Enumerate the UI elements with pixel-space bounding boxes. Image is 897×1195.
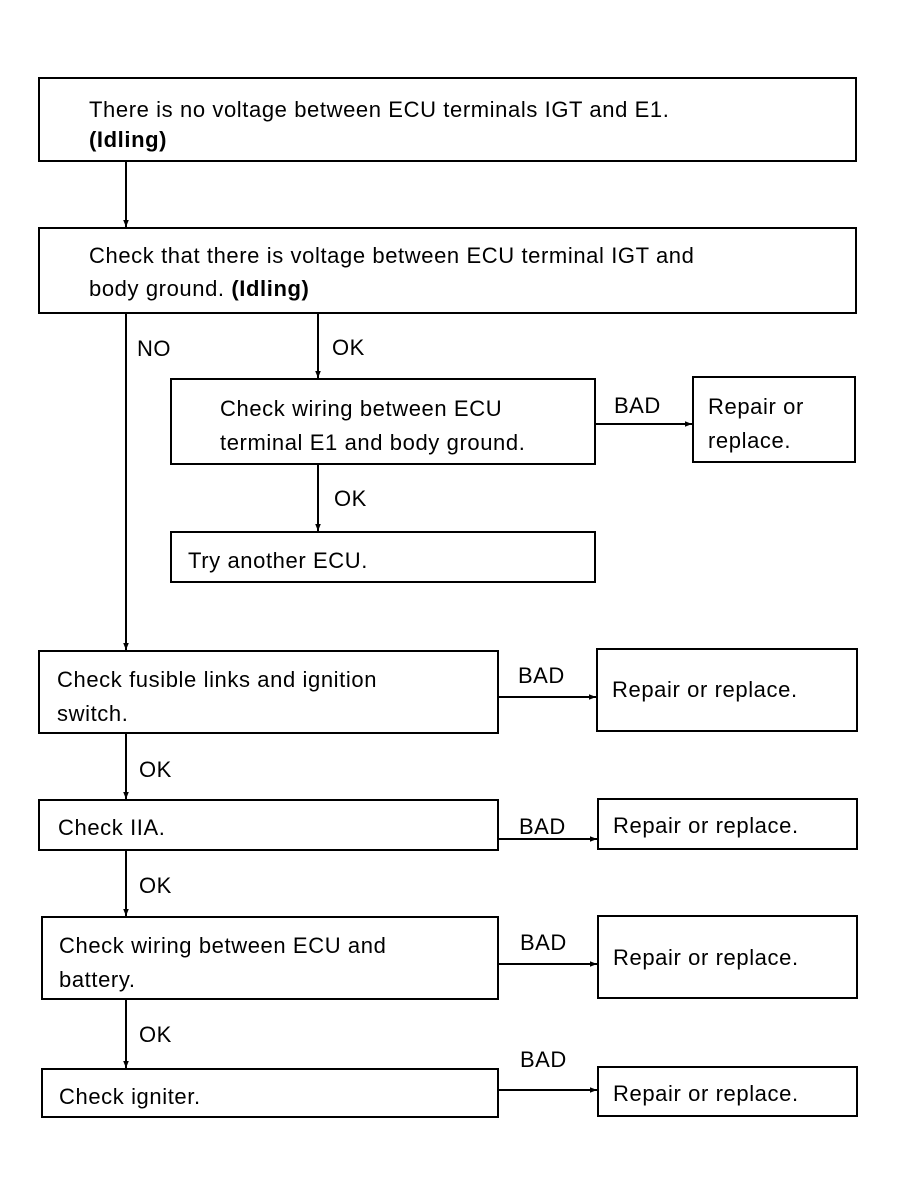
box-text: Repair or replace. bbox=[613, 813, 799, 838]
box-text: replace. bbox=[708, 428, 792, 453]
box-text: Check IIA. bbox=[58, 815, 166, 840]
box-try-another-ecu: Try another ECU. bbox=[170, 531, 596, 583]
box-text: terminal E1 and body ground. bbox=[220, 430, 526, 455]
label-ok: OK bbox=[334, 486, 367, 511]
box-repair-or-replace: Repair or replace. bbox=[597, 798, 858, 850]
label-ok: OK bbox=[139, 757, 172, 782]
box-text-condition: (Idling) bbox=[89, 127, 168, 152]
box-text: Check fusible links and ignition bbox=[57, 667, 378, 692]
label-ok: OK bbox=[139, 1022, 172, 1047]
box-text-part: body ground. bbox=[89, 276, 232, 301]
label-bad: BAD bbox=[519, 814, 566, 839]
box-check-fusible-links: Check fusible links and ignition switch. bbox=[38, 650, 499, 734]
label-bad: BAD bbox=[614, 393, 661, 418]
box-text: Repair or replace. bbox=[613, 945, 799, 970]
label-ok: OK bbox=[139, 873, 172, 898]
box-no-voltage-igt-e1: There is no voltage between ECU terminal… bbox=[38, 77, 857, 162]
box-text: Repair or bbox=[708, 394, 804, 419]
box-text: Repair or replace. bbox=[612, 677, 798, 702]
box-text: Repair or replace. bbox=[613, 1081, 799, 1106]
box-text: body ground. (Idling) bbox=[89, 272, 855, 306]
box-check-wiring-battery: Check wiring between ECU and battery. bbox=[41, 916, 499, 1000]
box-text: battery. bbox=[59, 967, 136, 992]
box-text: Check igniter. bbox=[59, 1084, 201, 1109]
box-text: Try another ECU. bbox=[188, 548, 368, 573]
box-check-wiring-e1: Check wiring between ECU terminal E1 and… bbox=[170, 378, 596, 465]
box-repair-or-replace: Repair or replace. bbox=[596, 648, 858, 732]
box-check-igt-voltage: Check that there is voltage between ECU … bbox=[38, 227, 857, 314]
box-text-condition: (Idling) bbox=[231, 276, 310, 301]
box-text: Check wiring between ECU bbox=[220, 396, 503, 421]
label-bad: BAD bbox=[518, 663, 565, 688]
box-repair-or-replace: Repair or replace. bbox=[597, 915, 858, 999]
label-no: NO bbox=[137, 336, 171, 361]
box-text: There is no voltage between ECU terminal… bbox=[89, 97, 670, 122]
box-repair-or-replace: Repair or replace. bbox=[597, 1066, 858, 1117]
box-text: Check wiring between ECU and bbox=[59, 933, 387, 958]
label-ok: OK bbox=[332, 335, 365, 360]
box-text: switch. bbox=[57, 701, 129, 726]
label-bad: BAD bbox=[520, 930, 567, 955]
label-bad: BAD bbox=[520, 1047, 567, 1072]
box-text: Check that there is voltage between ECU … bbox=[89, 243, 695, 268]
box-check-igniter: Check igniter. bbox=[41, 1068, 499, 1118]
box-check-iia: Check IIA. bbox=[38, 799, 499, 851]
box-repair-or-replace-e1: Repair or replace. bbox=[692, 376, 856, 463]
